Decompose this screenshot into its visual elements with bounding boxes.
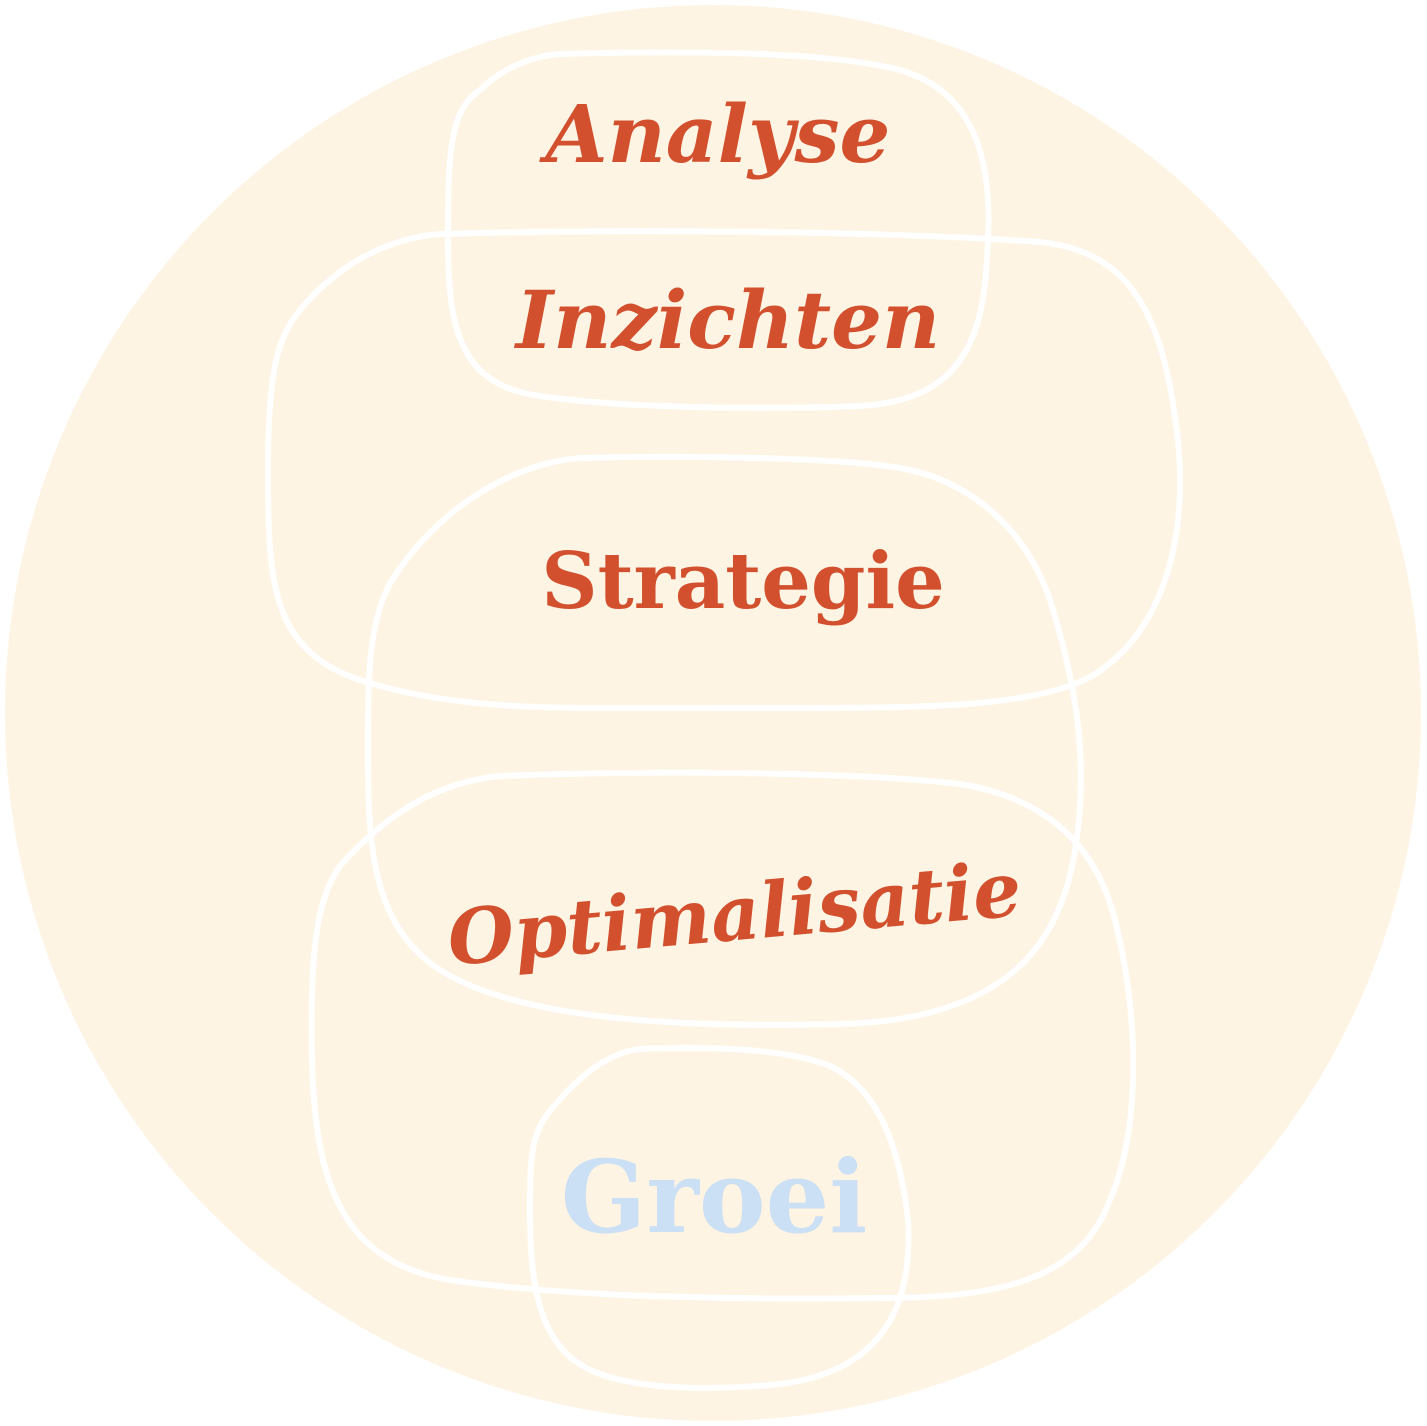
blob-inzichten [264, 228, 1184, 712]
blob-strategie [364, 453, 1084, 1028]
blob-optimalisatie [308, 769, 1137, 1302]
label-strategie: Strategie [541, 536, 944, 627]
blob-analyse [444, 49, 992, 411]
label-inzichten: Inzichten [514, 273, 940, 367]
label-groei: Groei [561, 1138, 867, 1256]
background-circle [5, 5, 1421, 1421]
label-analyse: Analyse [539, 87, 891, 181]
blob-groei [526, 1045, 912, 1391]
